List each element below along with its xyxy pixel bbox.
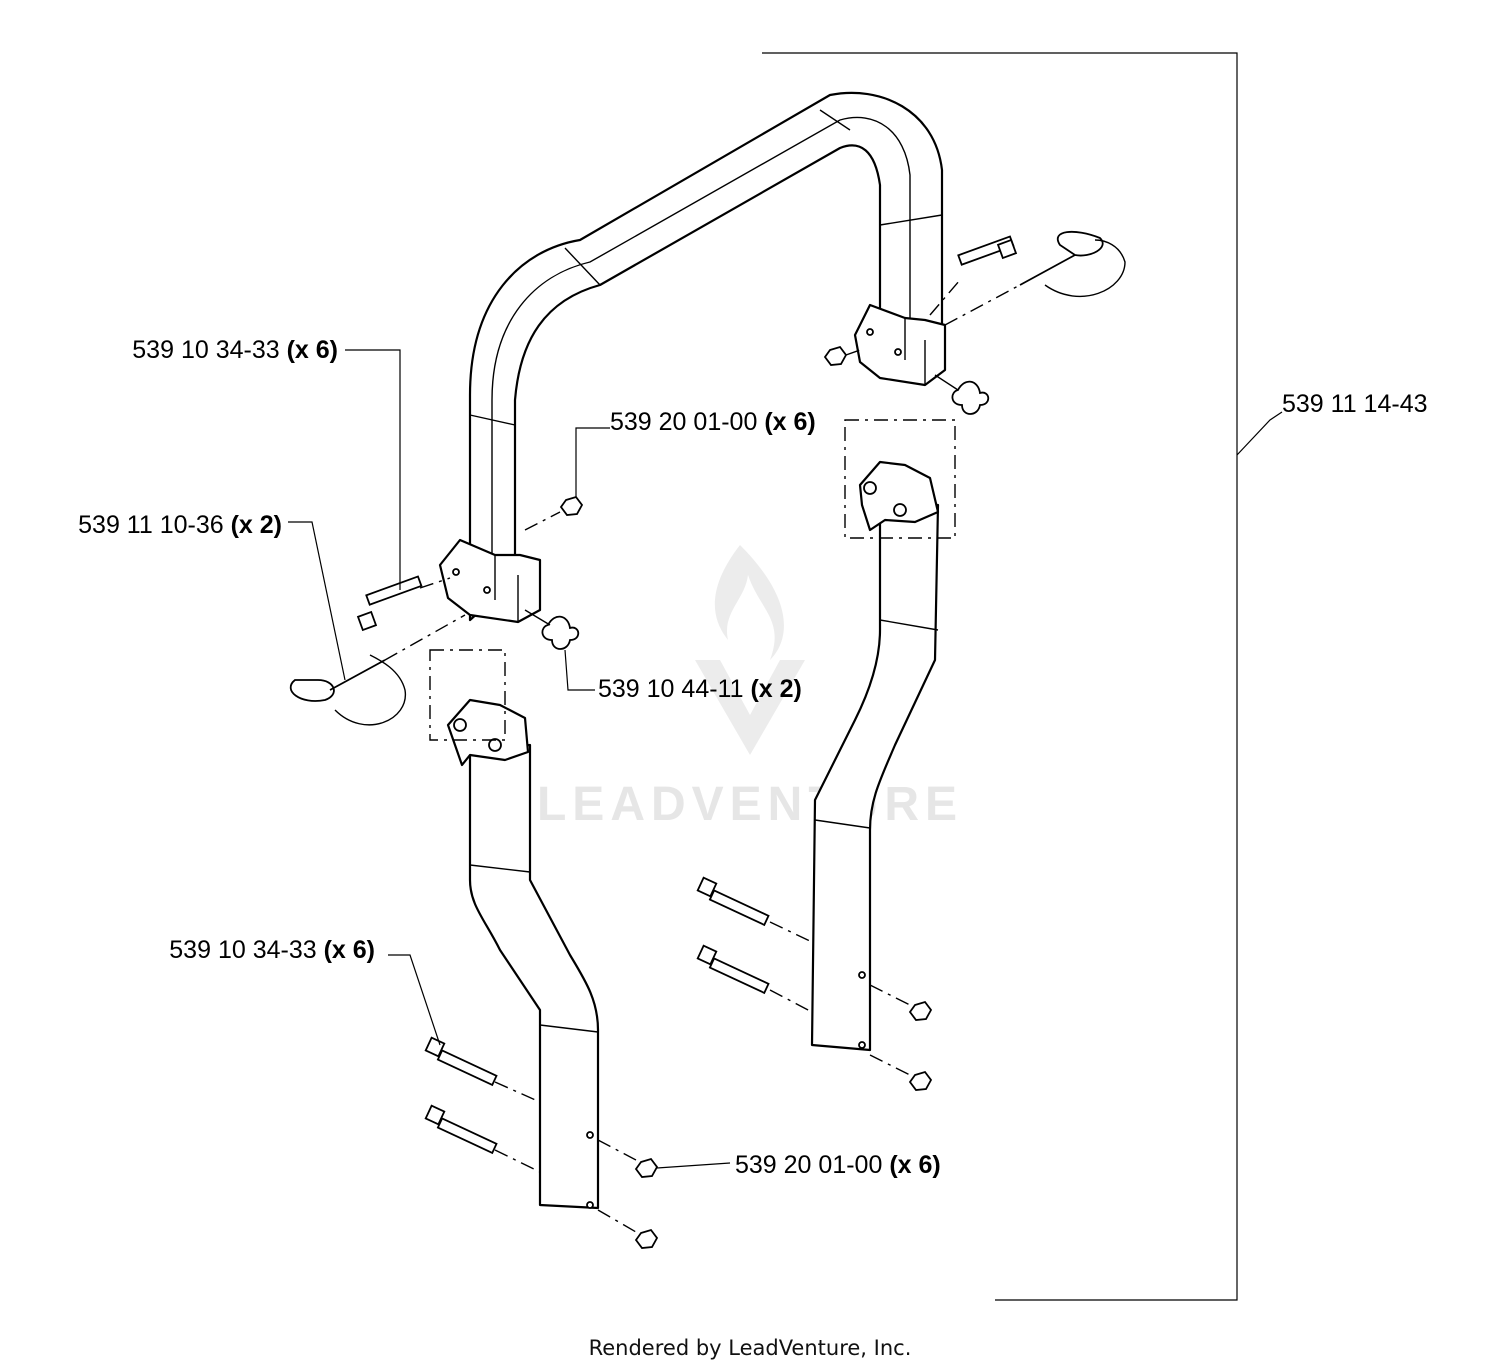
watermark-v-icon	[695, 660, 805, 755]
lower-right-nut-2	[908, 1070, 933, 1091]
lower-right-nut-1	[908, 1000, 933, 1021]
lower-right-bolt-2	[708, 957, 770, 995]
leader-lines	[288, 349, 1283, 1169]
upper-left-bolt	[365, 575, 423, 606]
lower-left-bolt-2	[436, 1117, 498, 1155]
right-knob	[951, 380, 990, 415]
footer-credit: Rendered by LeadVenture, Inc.	[589, 1336, 912, 1360]
lower-left-nut-2	[634, 1228, 659, 1249]
upper-roll-bar	[438, 91, 947, 624]
lower-right-bolt-1	[708, 889, 770, 927]
left-hitch-pin	[289, 679, 335, 702]
right-hitch-pin	[1057, 230, 1104, 257]
callout-bolt-upper: 539 10 34-33 (x 6)	[132, 336, 338, 364]
right-lower-leg	[810, 419, 956, 1052]
callout-bolt-lower: 539 10 34-33 (x 6)	[169, 936, 375, 964]
upper-right-nut	[823, 345, 848, 366]
left-lower-leg	[429, 649, 600, 1210]
lower-left-nut-1	[634, 1157, 659, 1178]
callout-nut-upper: 539 20 01-00 (x 6)	[610, 408, 816, 436]
callout-labels: 539 10 34-33 (x 6) 539 20 01-00 (x 6) 53…	[78, 336, 1427, 1179]
watermark-flame-icon	[714, 545, 784, 660]
lower-left-bolt-1	[436, 1049, 498, 1087]
left-knob	[541, 615, 580, 650]
callout-knob: 539 10 44-11 (x 2)	[598, 675, 802, 703]
callout-nut-lower: 539 20 01-00 (x 6)	[735, 1151, 941, 1179]
assembly-bracket	[762, 52, 1238, 1301]
callout-pin: 539 11 10-36 (x 2)	[78, 511, 282, 539]
lower-hardware	[424, 876, 933, 1249]
callout-assembly: 539 11 14-43	[1282, 390, 1428, 418]
watermark: LEADVENTURE	[537, 545, 963, 831]
watermark-text: LEADVENTURE	[537, 778, 963, 831]
upper-hardware	[289, 230, 1126, 726]
upper-left-nut	[559, 495, 584, 516]
